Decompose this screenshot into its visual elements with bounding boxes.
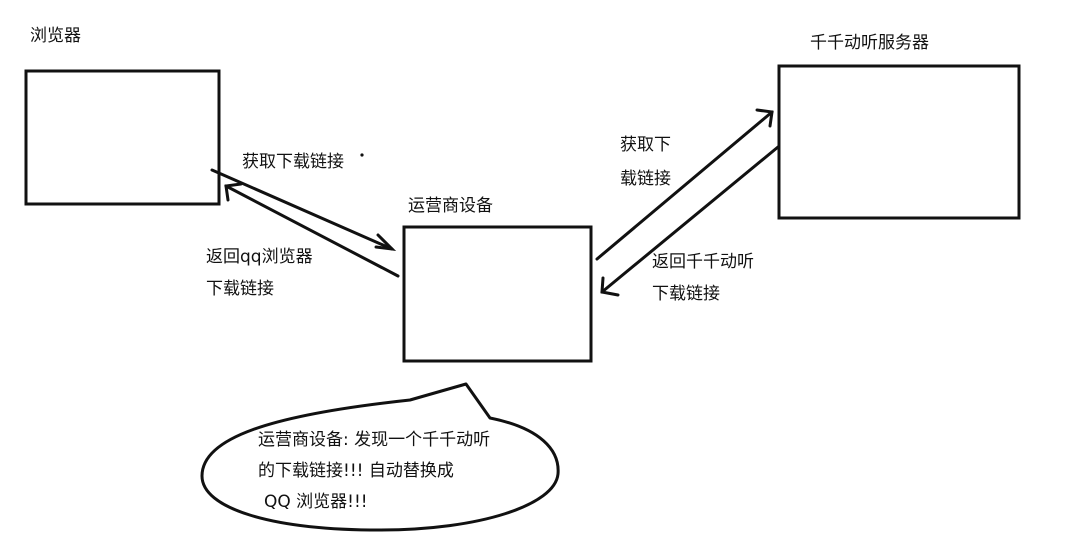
edge-label-return-qq-line2: 下载链接 xyxy=(206,279,274,299)
speech-bubble xyxy=(200,382,560,532)
edge-label-return-server-line2: 下载链接 xyxy=(652,284,720,304)
edge-label-get-server-line2: 载链接 xyxy=(620,169,671,189)
server-box xyxy=(777,64,1021,220)
edge-label-return-server-line1: 返回千千动听 xyxy=(652,252,754,272)
stray-dot xyxy=(360,153,364,157)
callout-line-1: 运营商设备: 发现一个千千动听 xyxy=(258,430,491,450)
callout-line-2: 的下载链接!!! 自动替换成 xyxy=(258,461,454,481)
arrow-carrier-to-server xyxy=(595,108,774,261)
callout-line-3: QQ 浏览器!!! xyxy=(264,492,368,512)
arrow-browser-to-carrier xyxy=(210,168,397,252)
edge-label-return-qq-line1: 返回qq浏览器 xyxy=(206,247,313,267)
edge-label-get-link: 获取下载链接 xyxy=(242,152,344,172)
arrow-server-to-carrier xyxy=(600,145,780,297)
edge-label-get-server-line1: 获取下 xyxy=(620,135,671,155)
carrier-box xyxy=(402,225,593,363)
server-label: 千千动听服务器 xyxy=(810,33,929,53)
browser-box xyxy=(24,69,221,206)
browser-label: 浏览器 xyxy=(30,26,81,46)
arrow-carrier-to-browser xyxy=(224,182,400,278)
carrier-label: 运营商设备 xyxy=(408,196,493,216)
